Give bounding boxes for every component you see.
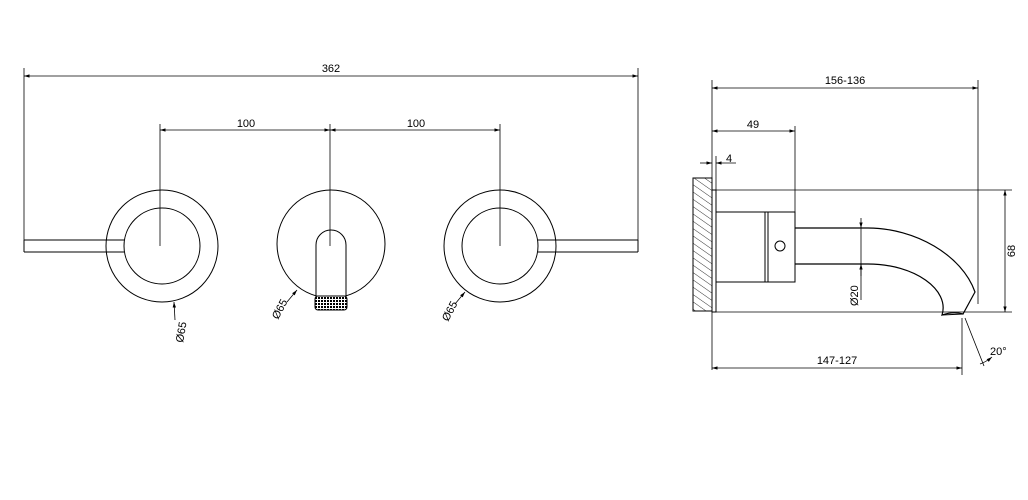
right-mixer-handle: Ø65	[440, 189, 639, 323]
center-spout: Ø65	[270, 189, 386, 321]
dim-label-diam-right: Ø65	[440, 299, 460, 323]
dimension-height: 68	[716, 189, 1018, 313]
left-mixer-handle: Ø65	[23, 189, 219, 344]
dimension-spacing: 100 100	[159, 118, 501, 246]
side-view: 156-136 49 4	[692, 75, 1018, 375]
dimension-spout-diameter: Ø20	[849, 218, 863, 306]
dim-label-diam-20: Ø20	[849, 285, 861, 306]
front-view: 362 100 100 Ø65 Ø65	[23, 63, 639, 344]
dimension-spout-angle: 20°	[964, 317, 1007, 367]
spout-body	[711, 189, 976, 316]
dim-label-49: 49	[747, 119, 759, 131]
dim-label-147-127: 147-127	[817, 355, 857, 367]
dim-label-156-136: 156-136	[825, 75, 865, 87]
dimension-body-length: 49	[712, 119, 796, 212]
dimension-total-width: 362	[23, 63, 639, 240]
dim-label-100-left: 100	[237, 118, 255, 130]
set-screw-icon	[774, 240, 786, 252]
dim-label-4: 4	[726, 153, 732, 165]
dimension-spout-reach: 147-127	[712, 318, 963, 375]
dim-label-diam-left: Ø65	[174, 321, 189, 344]
dim-label-362: 362	[322, 63, 340, 75]
dim-label-20-deg: 20°	[990, 346, 1007, 358]
wall-section	[692, 177, 713, 312]
dimension-plate-thickness: 4	[700, 153, 736, 190]
dim-label-100-right: 100	[407, 118, 425, 130]
dim-label-68: 68	[1006, 245, 1018, 257]
